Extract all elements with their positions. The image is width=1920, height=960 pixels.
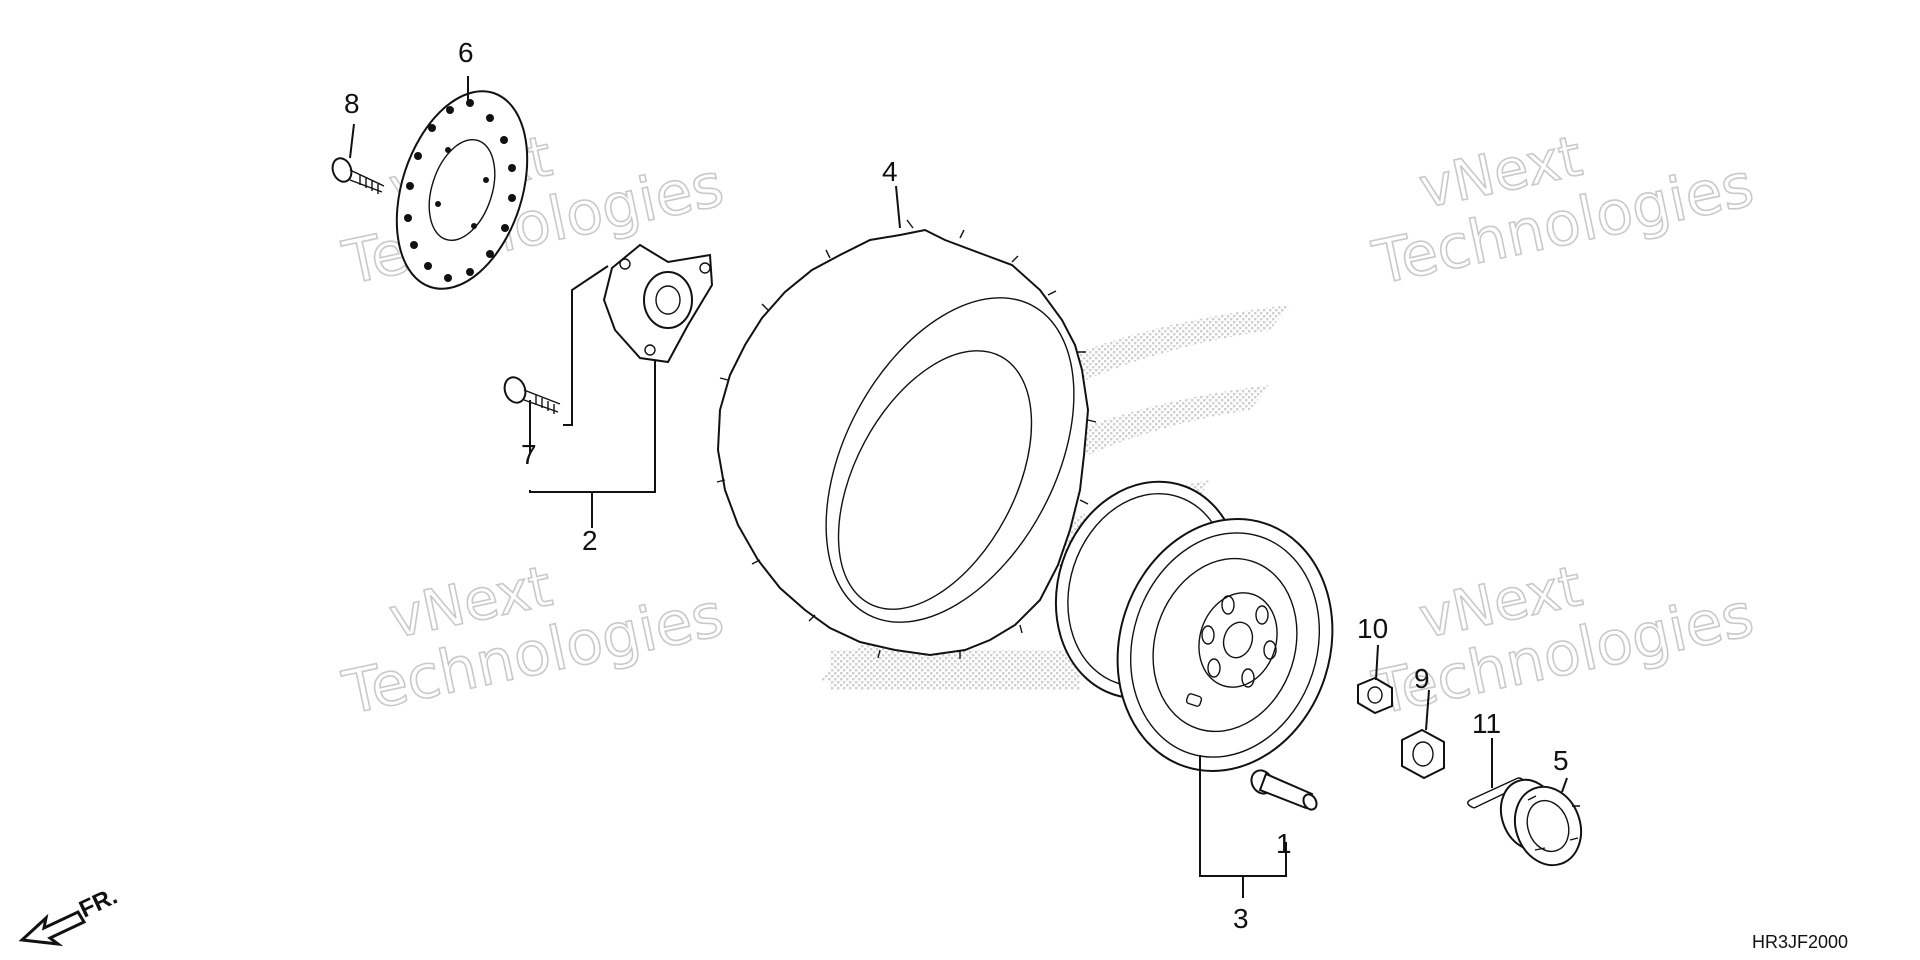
- callout-6: 6: [458, 37, 474, 68]
- leader-lines: [349, 76, 1568, 898]
- callout-2: 2: [582, 525, 598, 556]
- diagram-code: HR3JF2000: [1752, 932, 1848, 952]
- callout-11: 11: [1472, 708, 1501, 739]
- wheel-rim[interactable]: [1028, 458, 1364, 800]
- front-arrow-icon: [18, 910, 87, 947]
- callout-10: 10: [1357, 613, 1388, 644]
- hub[interactable]: [602, 243, 714, 364]
- callout-5: 5: [1553, 745, 1569, 776]
- watermark-bottom-left: vNext Technologies: [336, 553, 730, 729]
- watermark-top-right: vNext Technologies: [1366, 123, 1760, 299]
- castle-nut[interactable]: [1401, 728, 1445, 780]
- valve-stem[interactable]: [1247, 767, 1319, 812]
- brake-disc[interactable]: [373, 74, 550, 305]
- front-direction-indicator: FR.: [18, 883, 122, 947]
- callout-7: 7: [521, 439, 537, 470]
- callout-8: 8: [344, 88, 360, 119]
- callout-4: 4: [882, 156, 898, 187]
- watermark-bottom-right: vNext Technologies: [1366, 553, 1760, 729]
- hub-bolt[interactable]: [501, 374, 561, 414]
- callout-9: 9: [1414, 663, 1430, 694]
- disc-bolt[interactable]: [329, 156, 385, 194]
- wheel-nut-small[interactable]: [1357, 676, 1393, 715]
- callout-3: 3: [1233, 903, 1249, 934]
- hub-cap[interactable]: [1491, 772, 1591, 875]
- callouts: 6 8 4 7 2 10 9 11 5 1 3: [344, 37, 1569, 934]
- callout-1: 1: [1276, 828, 1292, 859]
- tire[interactable]: [716, 219, 1125, 664]
